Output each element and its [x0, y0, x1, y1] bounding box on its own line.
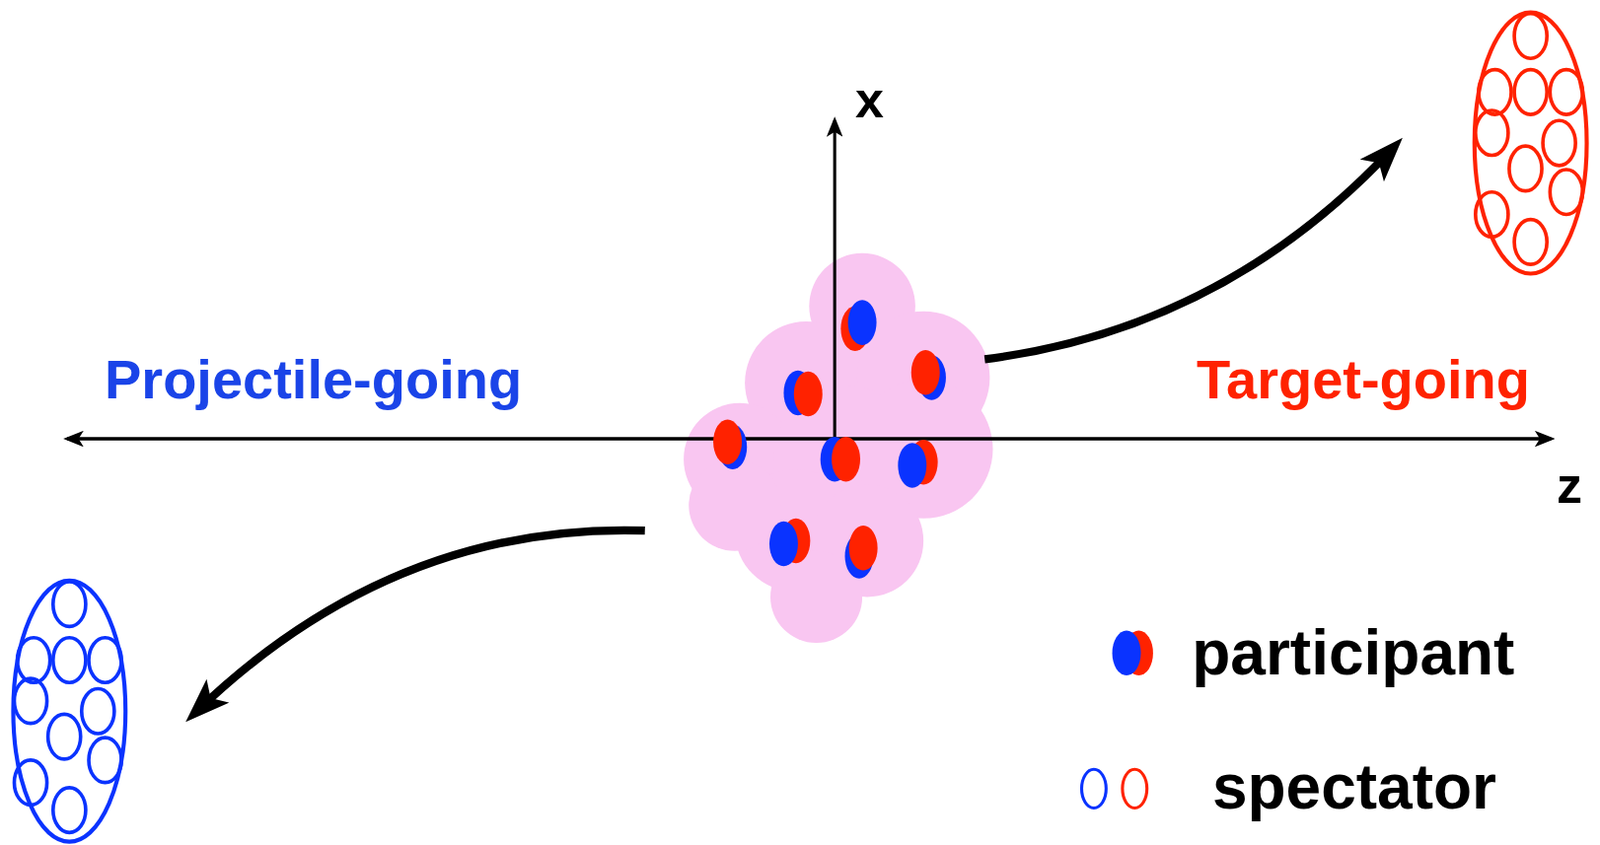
z-axis-right	[67, 436, 1551, 440]
participant-nucleons	[713, 299, 946, 579]
axis-label: z	[1556, 457, 1583, 514]
legend-text: spectator	[1212, 752, 1497, 822]
projectile-spectators	[12, 581, 126, 843]
target-spectators	[1474, 12, 1588, 275]
legend-text: participant	[1191, 618, 1515, 688]
projectile-spectator-arrow	[196, 530, 646, 713]
axis-label: x	[855, 72, 884, 129]
target-spectator-arrow	[984, 147, 1393, 360]
direction-label: Projectile-going	[104, 349, 522, 411]
direction-label: Target-going	[1196, 349, 1530, 411]
fireball	[683, 253, 993, 644]
x-axis	[833, 120, 837, 439]
legend-samples	[1082, 631, 1154, 809]
